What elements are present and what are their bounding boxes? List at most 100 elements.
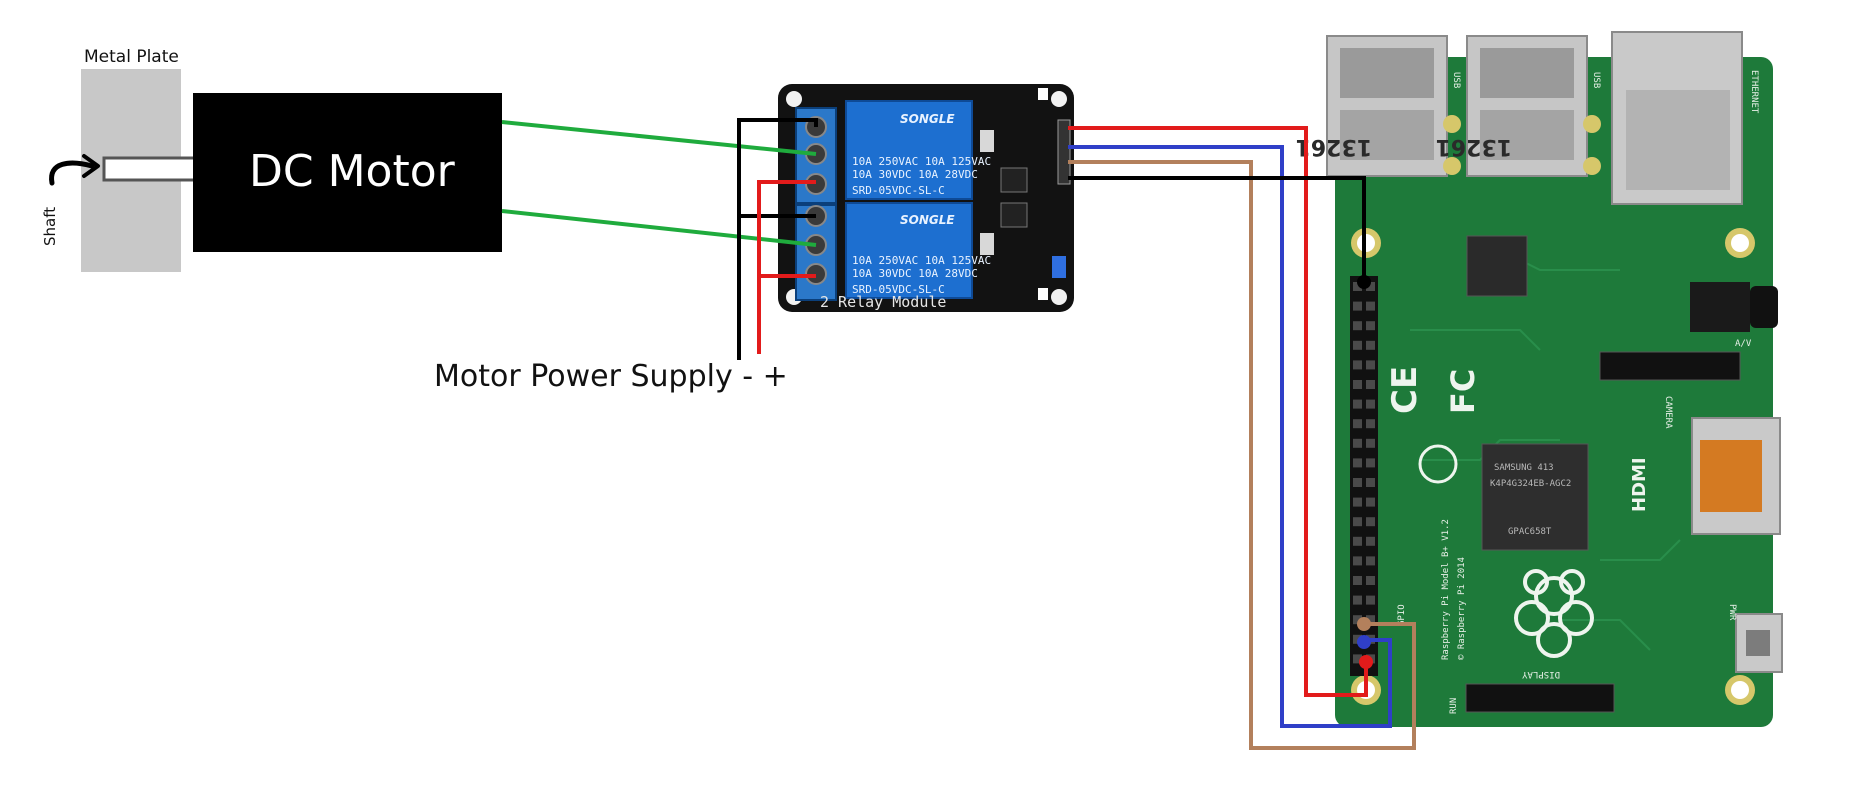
gpio-pin <box>1353 360 1362 370</box>
usb-2-label: USB <box>1591 72 1601 88</box>
gpio-pin <box>1366 380 1375 389</box>
gpio-pin <box>1353 654 1362 664</box>
gpio-pin <box>1366 517 1375 527</box>
gpio-pin <box>1366 438 1375 448</box>
gpio-pin <box>1366 340 1375 350</box>
wires <box>501 118 1416 750</box>
soc-chip: SAMSUNG 413 K4P4G324EB-AGC2 GPAC658T <box>1481 443 1589 551</box>
usb-port-2: 13261 <box>1435 35 1588 177</box>
gpio-pin <box>1366 458 1375 468</box>
gpio-pin <box>1353 380 1362 389</box>
motor-power-supply-label: Motor Power Supply - + <box>434 359 788 394</box>
usb-port-1: 13261 <box>1295 35 1448 177</box>
ethernet-label: ETHERNET <box>1749 70 1759 114</box>
raspberry-pi-logo-icon <box>1514 569 1594 658</box>
gpio-pin <box>1353 340 1362 350</box>
av-jack: A/V <box>1690 282 1778 349</box>
gpio-pin <box>1366 556 1375 566</box>
metal-plate-label: Metal Plate <box>84 47 179 67</box>
gpio-pin <box>1353 282 1362 291</box>
relay-2: SONGLE 10A 250VAC 10A 125VAC 10A 30VDC 1… <box>845 202 991 299</box>
wire-green-1 <box>501 120 817 156</box>
av-label: A/V <box>1735 339 1752 349</box>
relay-2-rating-a: 10A 250VAC 10A 125VAC <box>852 254 991 267</box>
gpio-pin <box>1366 419 1375 429</box>
raspberry-pi-board: 13261 13261 USB USB ETHERNET A/V <box>1295 31 1783 727</box>
gpio-pin <box>1353 497 1362 507</box>
shaft-rotation-arrow-icon <box>49 154 100 186</box>
relay-1-model: SRD-05VDC-SL-C <box>852 184 945 197</box>
wire-red-1 <box>757 180 816 354</box>
gpio-pin <box>1353 419 1362 429</box>
relay-1: SONGLE 10A 250VAC 10A 125VAC 10A 30VDC 1… <box>845 100 991 200</box>
ethernet-port: ETHERNET <box>1611 31 1759 205</box>
gpio-pin <box>1366 321 1375 331</box>
dc-motor-label: DC Motor <box>249 146 456 197</box>
relay-1-rating-a: 10A 250VAC 10A 125VAC <box>852 155 991 168</box>
camera-connector: CAMERA <box>1599 351 1741 429</box>
gpio-pin <box>1366 360 1375 370</box>
gpio-pin <box>1353 556 1362 566</box>
power-microusb: PWR <box>1727 604 1783 673</box>
gpio-pin <box>1366 399 1375 409</box>
gpio-pin <box>1366 615 1375 625</box>
recycle-mark-icon <box>1418 444 1458 484</box>
soc-text-1: SAMSUNG 413 <box>1494 463 1554 473</box>
gpio-label: GPIO <box>1397 604 1407 626</box>
ce-mark-icon: CE <box>1385 366 1425 414</box>
gpio-pin <box>1353 478 1362 487</box>
wire-blue-gnd <box>1068 145 1392 728</box>
usb-2-code: 13261 <box>1435 134 1512 159</box>
display-connector: DISPLAY <box>1465 669 1615 713</box>
shaft <box>102 156 198 182</box>
gpio-pin <box>1366 282 1375 291</box>
relay-module: SONGLE 10A 250VAC 10A 125VAC 10A 30VDC 1… <box>778 84 1074 312</box>
gpio-pin <box>1353 615 1362 625</box>
gpio-pin <box>1353 576 1362 585</box>
hdmi-label: HDMI <box>1629 457 1650 512</box>
gpio-pin <box>1366 301 1375 311</box>
relay-2-brand: SONGLE <box>900 213 955 227</box>
display-label: DISPLAY <box>1521 669 1560 679</box>
gpio-header <box>1350 276 1378 676</box>
usb-1-code: 13261 <box>1295 134 1372 159</box>
wire-black-in <box>1068 176 1366 282</box>
shaft-label: Shaft <box>41 207 59 246</box>
relay-2-model: SRD-05VDC-SL-C <box>852 283 945 296</box>
wire-red-vcc <box>1068 126 1368 697</box>
pwr-label: PWR <box>1727 604 1737 621</box>
wire-green-2 <box>501 209 817 247</box>
gpio-pin <box>1366 595 1375 605</box>
gpio-pin <box>1353 438 1362 448</box>
fc-mark-icon: FC <box>1444 369 1482 414</box>
wire-brown-in <box>1068 160 1416 750</box>
gpio-pin <box>1353 634 1362 644</box>
relay-module-title: 2 Relay Module <box>820 293 946 311</box>
gpio-pin <box>1353 536 1362 546</box>
gpio-pin <box>1353 301 1362 311</box>
gpio-pin <box>1366 576 1375 585</box>
run-label: RUN <box>1449 698 1459 714</box>
dc-motor <box>193 93 502 252</box>
camera-label: CAMERA <box>1663 396 1673 429</box>
gpio-pin <box>1353 399 1362 409</box>
relay-1-rating-b: 10A 30VDC 10A 28VDC <box>852 168 978 181</box>
relay-screw-terminals <box>795 107 837 301</box>
gpio-pin <box>1353 517 1362 527</box>
board-copyright-text: © Raspberry Pi 2014 <box>1457 557 1467 660</box>
gpio-pin <box>1353 321 1362 331</box>
relay-2-rating-b: 10A 30VDC 10A 28VDC <box>852 267 978 280</box>
gpio-pin <box>1353 458 1362 468</box>
gpio-pin <box>1366 536 1375 546</box>
soc-text-3: GPAC658T <box>1508 527 1552 537</box>
gpio-pin <box>1353 595 1362 605</box>
hdmi-port: HDMI <box>1629 417 1781 535</box>
wire-black-1 <box>737 118 818 360</box>
gpio-pin <box>1366 497 1375 507</box>
gpio-pin <box>1366 478 1375 487</box>
relay-1-brand: SONGLE <box>900 112 955 126</box>
board-model-text: Raspberry Pi Model B+ V1.2 <box>1441 519 1451 660</box>
usb-1-label: USB <box>1451 72 1461 88</box>
soc-text-2: K4P4G324EB-AGC2 <box>1490 479 1571 489</box>
